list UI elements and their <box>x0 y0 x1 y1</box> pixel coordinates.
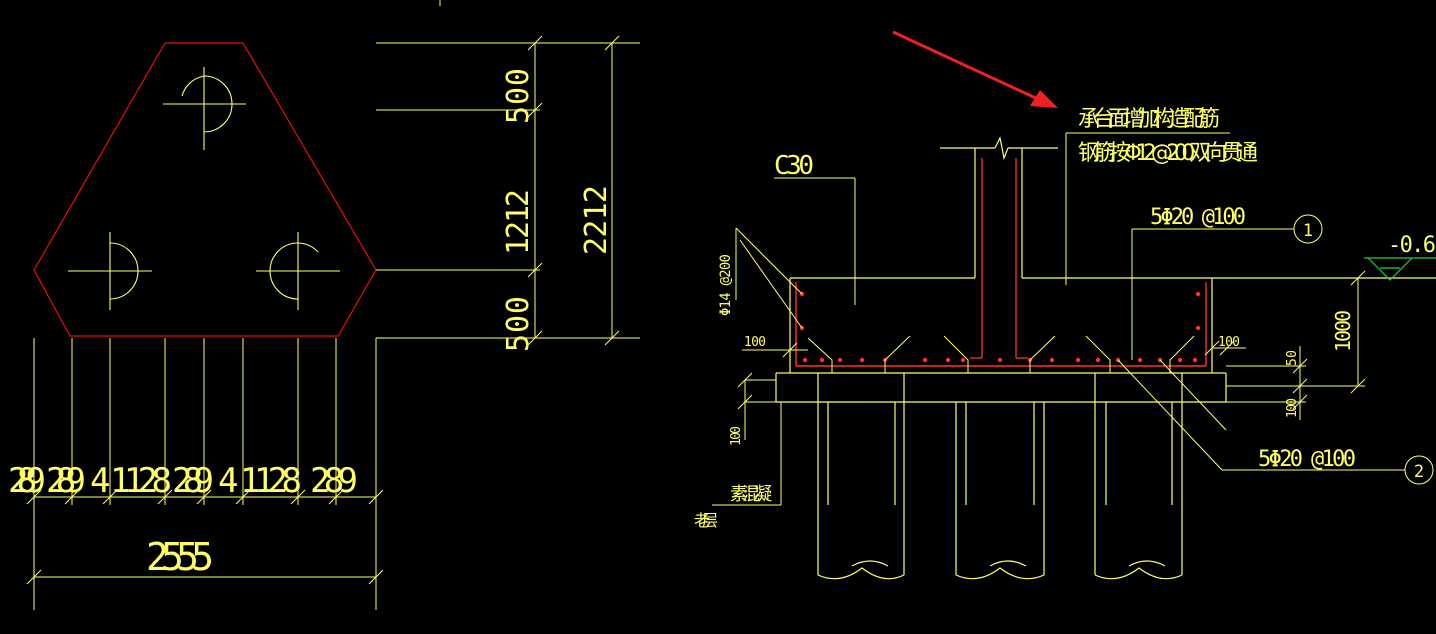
rebar-dots <box>799 291 1201 363</box>
extension-lines <box>375 35 640 610</box>
note-line-2: 钢筋按Φ12 @200 双向贯通 <box>1078 141 1258 166</box>
callout-1: 1 <box>1303 221 1313 241</box>
dim-1000: 1000 <box>1331 310 1355 352</box>
callout-2: 2 <box>1414 462 1424 482</box>
note-line-1: 承台面增加构造配筋 <box>1078 107 1220 132</box>
pile-cap-section: 承台面增加构造配筋 钢筋按Φ12 @200 双向贯通 C30 <box>694 30 1436 580</box>
pile-cap-plan: 500 1212 500 2212 <box>8 0 640 610</box>
right-dims <box>1204 270 1366 420</box>
pile-symbol <box>68 232 152 310</box>
dim-289: 289 <box>310 461 358 501</box>
horizontal-dims: 289 289 4 1128 289 4 1128 289 <box>8 461 358 501</box>
cover-right: 100 <box>1218 335 1240 350</box>
dim-100-right: 100 <box>1285 398 1300 418</box>
left-dims <box>712 342 808 506</box>
piles <box>817 373 1183 580</box>
top-rebar-leader <box>1131 214 1323 360</box>
column <box>940 136 1058 278</box>
dim-500-bottom: 500 <box>501 296 536 352</box>
bottom-extension-lines <box>26 338 384 610</box>
dim-2555: 2555 <box>146 535 214 579</box>
callout-circle-2 <box>1404 455 1434 485</box>
dim-1128: 1128 <box>110 461 172 501</box>
elevation-label: -0.6 <box>1388 233 1436 258</box>
dim-1212: 1212 <box>501 189 536 255</box>
dim-1128: 1128 <box>240 461 302 501</box>
dim-2212: 2212 <box>579 185 614 255</box>
dim-50: 50 <box>1285 350 1300 366</box>
dim-4: 4 <box>218 461 238 501</box>
pile-symbol <box>256 232 340 310</box>
side-rebar-leader <box>735 227 803 329</box>
dim-100-left: 100 <box>729 426 744 446</box>
cap-rebar <box>795 282 1207 367</box>
cap-section-outline <box>775 277 1436 403</box>
bottom-rebar-label: 5Φ20 @100 <box>1258 447 1356 472</box>
dim-289: 289 <box>46 461 86 501</box>
bottom-rebar-leader <box>1117 359 1434 485</box>
top-rebar-label: 5Φ20 @100 <box>1150 205 1246 230</box>
cover-left: 100 <box>744 335 766 350</box>
cap-outline <box>33 42 377 337</box>
dim-289: 289 <box>8 461 46 501</box>
column-rebar <box>970 158 1028 359</box>
pile-symbol <box>163 67 246 150</box>
dim-500-top: 500 <box>501 68 536 124</box>
soil-layer-label: 老层 <box>694 511 718 530</box>
pile-anchors <box>807 335 1195 373</box>
plain-concrete-label: 素混凝 <box>730 484 772 505</box>
concrete-grade: C30 <box>774 151 814 181</box>
side-rebar-label: Φ14 @200 <box>718 254 734 316</box>
dim-289: 289 <box>172 461 214 501</box>
callout-circle-1 <box>1293 214 1323 244</box>
dim-4: 4 <box>90 461 110 501</box>
callout-arrow <box>892 30 1058 108</box>
elevation-mark <box>1364 257 1436 281</box>
